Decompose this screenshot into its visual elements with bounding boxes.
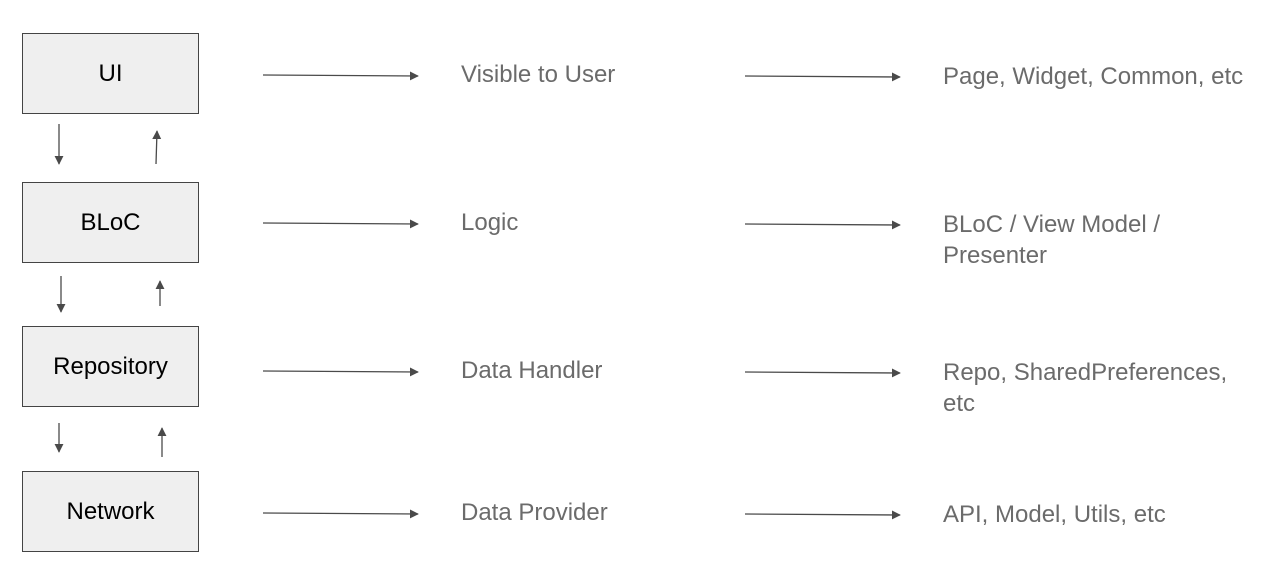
role-text-repository: Data Handler: [461, 357, 603, 384]
arrow-ui-to-role: [262, 71, 419, 81]
layer-box-network: Network: [22, 471, 199, 552]
examples-text-network: API, Model, Utils, etc: [943, 501, 1166, 528]
role-text-network: Data Provider: [461, 499, 608, 526]
layer-label-repository: Repository: [53, 352, 168, 380]
role-text-ui: Visible to User: [461, 61, 616, 88]
arrow-bloc-to-role: [262, 219, 419, 229]
layer-label-network: Network: [66, 497, 155, 525]
layer-box-repository: Repository: [22, 326, 199, 407]
examples-text-repository: Repo, SharedPreferences, etc: [943, 359, 1228, 417]
examples-text-ui: Page, Widget, Common, etc: [943, 63, 1244, 90]
layer-box-bloc: BLoC: [22, 182, 199, 263]
layer-label-bloc: BLoC: [80, 208, 141, 236]
arrow-bloc-up-to-ui: [152, 130, 162, 165]
arrow-bloc-role-to-examples: [744, 220, 901, 230]
layer-box-ui: UI: [22, 33, 199, 114]
role-text-bloc: Logic: [461, 209, 519, 236]
arrow-repository-to-role: [262, 367, 419, 377]
arrow-repository-role-to-examples: [744, 368, 901, 378]
arrow-network-role-to-examples: [744, 510, 901, 520]
layer-label-ui: UI: [98, 59, 123, 87]
arrow-ui-role-to-examples: [744, 72, 901, 82]
examples-text-bloc: BLoC / View Model / Presenter: [943, 211, 1160, 269]
arrow-network-to-role: [262, 509, 419, 519]
